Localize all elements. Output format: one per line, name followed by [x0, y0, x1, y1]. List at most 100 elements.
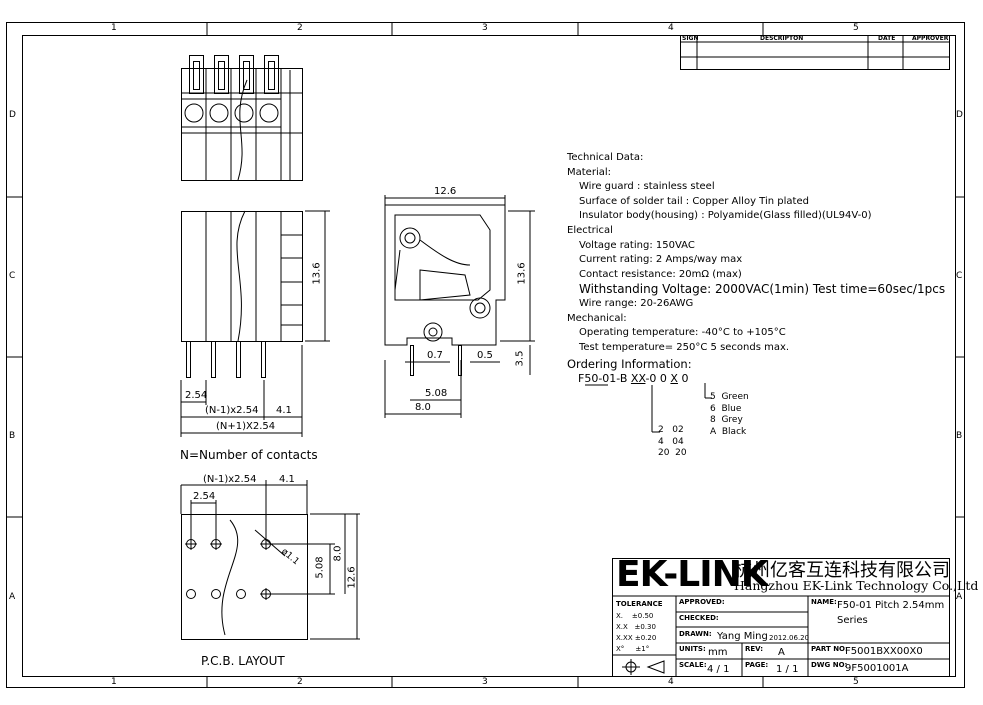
- outer-frame: [6, 22, 965, 688]
- col-label-5: 5: [853, 23, 859, 33]
- dwg-no-label: DWG NO:: [811, 661, 848, 669]
- tech-operating-temp: Operating temperature: -40°C to +105°C: [579, 327, 786, 339]
- ordering-code: F50-01-B XX-0 0 X 0: [578, 372, 688, 385]
- ordering-brackets: [585, 383, 712, 433]
- row-label-d: D: [9, 110, 16, 120]
- company-logo: EK-LINK: [616, 554, 769, 595]
- rev-sign-header: SIGN: [682, 35, 699, 42]
- n-contacts-label: N=Number of contacts: [180, 448, 318, 462]
- dim-side-height: 13.6: [516, 262, 528, 285]
- top-view: [181, 55, 303, 181]
- dim-pcb-n1: (N-1)x2.54: [203, 474, 257, 485]
- ordering-code-end: 0: [677, 372, 689, 385]
- tolerance-deg: X° ±1°: [616, 645, 650, 653]
- tolerance-xxx: X.XX ±0.20: [616, 634, 657, 642]
- name-label: NAME:: [811, 598, 837, 606]
- dim-side-width: 12.6: [434, 186, 457, 197]
- name-value-1: F50-01 Pitch 2.54mm: [837, 600, 945, 611]
- dim-side-80: 8.0: [415, 402, 431, 413]
- col-label-3: 3: [482, 23, 488, 33]
- ordering-code-color: X: [670, 372, 678, 385]
- tech-solder-tail: Surface of solder tail : Copper Alloy Ti…: [579, 195, 809, 207]
- tech-contact-resistance: Contact resistance: 20mΩ (max): [579, 268, 742, 280]
- dim-side-35: 3.5: [514, 350, 526, 367]
- name-value-2: Series: [837, 615, 868, 626]
- ordering-color-options: 5 Green 6 Blue 8 Grey A Black: [710, 392, 749, 437]
- company-name-cn: 杭州亿客互连科技有限公司: [734, 560, 950, 581]
- row-label-b-right: B: [956, 431, 963, 441]
- col-label-1-bottom: 1: [111, 677, 117, 687]
- dim-side-05: 0.5: [477, 350, 493, 361]
- page-label: PAGE:: [745, 661, 769, 669]
- units-value: mm: [708, 647, 728, 658]
- tolerance-xx: X.X ±0.30: [616, 623, 656, 631]
- rev-description-header: DESCRIPTON: [760, 35, 804, 42]
- tech-wire-range: Wire range: 20-26AWG: [579, 297, 694, 309]
- rev-date-header: DATE: [878, 35, 896, 42]
- tolerance-label: TOLERANCE: [616, 600, 663, 608]
- col-label-1: 1: [111, 23, 117, 33]
- tech-current: Current rating: 2 Amps/way max: [579, 254, 743, 266]
- rev-value: A: [778, 647, 785, 658]
- drawn-label: DRAWN:: [679, 630, 712, 638]
- drawn-name: Yang Ming: [717, 631, 768, 642]
- technical-data-block: Technical Data: Material: Wire guard : s…: [567, 151, 945, 355]
- checked-label: CHECKED:: [679, 614, 719, 622]
- approved-label: APPROVED:: [679, 598, 725, 606]
- tech-mechanical: Mechanical:: [567, 312, 627, 324]
- col-label-2-bottom: 2: [297, 677, 303, 687]
- col-label-4: 4: [668, 23, 674, 33]
- scale-value: 4 / 1: [707, 664, 730, 675]
- tech-wire-guard: Wire guard : stainless steel: [579, 181, 715, 193]
- col-label-2: 2: [297, 23, 303, 33]
- dim-front-pitch: 2.54: [185, 390, 208, 401]
- pcb-layout: [180, 480, 360, 640]
- col-label-5-bottom: 5: [853, 677, 859, 687]
- pcb-layout-title: P.C.B. LAYOUT: [201, 654, 285, 668]
- dim-pcb-126: 12.6: [346, 566, 358, 589]
- drawn-date: 2012.06.20: [769, 634, 810, 642]
- dim-front-41: 4.1: [276, 405, 292, 416]
- units-label: UNITS:: [679, 645, 706, 653]
- ordering-pole-options: 2 02 4 04 20 20: [658, 425, 687, 458]
- tech-electrical: Electrical: [567, 224, 613, 236]
- row-label-a: A: [9, 592, 16, 602]
- tech-insulator: Insulator body(housing) : Polyamide(Glas…: [579, 210, 872, 222]
- dim-front-width: (N+1)X2.54: [216, 421, 276, 432]
- company-name-en: Hangzhou EK-Link Technology Co.,Ltd: [734, 578, 979, 593]
- dim-pcb-508: 5.08: [314, 556, 326, 579]
- row-label-c-right: C: [956, 271, 963, 281]
- scale-label: SCALE:: [679, 661, 707, 669]
- row-label-a-right: A: [956, 592, 963, 602]
- tech-test-temp: Test temperature= 250°C 5 seconds max.: [579, 341, 790, 353]
- ordering-code-prefix: F50-01-B: [578, 372, 631, 385]
- inner-frame: [22, 35, 956, 677]
- revision-table-grid: [680, 35, 950, 70]
- side-view: [384, 195, 535, 418]
- rev-label: REV:: [745, 645, 764, 653]
- dim-pcb-pitch: 2.54: [193, 491, 216, 502]
- dim-pcb-80: 8.0: [332, 545, 344, 562]
- zone-ticks: [6, 22, 965, 688]
- front-view: [180, 210, 330, 437]
- tolerance-x: X. ±0.50: [616, 612, 654, 620]
- dim-side-07: 0.7: [427, 350, 443, 361]
- part-no-label: PART NO:: [811, 645, 848, 653]
- dim-front-n1: (N-1)x2.54: [205, 405, 259, 416]
- row-label-c: C: [9, 271, 16, 281]
- col-label-4-bottom: 4: [668, 677, 674, 687]
- tech-title: Technical Data:: [567, 152, 644, 163]
- title-block-grid: [612, 558, 950, 677]
- row-label-b: B: [9, 431, 16, 441]
- projection-symbol: [622, 659, 665, 675]
- ordering-title: Ordering Information:: [567, 357, 692, 371]
- tech-withstanding: Withstanding Voltage: 2000VAC(1min) Test…: [579, 282, 946, 297]
- row-label-d-right: D: [956, 110, 963, 120]
- dim-pcb-41: 4.1: [279, 474, 295, 485]
- ordering-code-poles: XX: [630, 372, 646, 385]
- rev-approver-header: APPROVER: [912, 35, 949, 42]
- dim-side-508: 5.08: [425, 388, 448, 399]
- dwg-no-value: 9F5001001A: [845, 663, 909, 674]
- ordering-code-mid: -0 0: [645, 372, 671, 385]
